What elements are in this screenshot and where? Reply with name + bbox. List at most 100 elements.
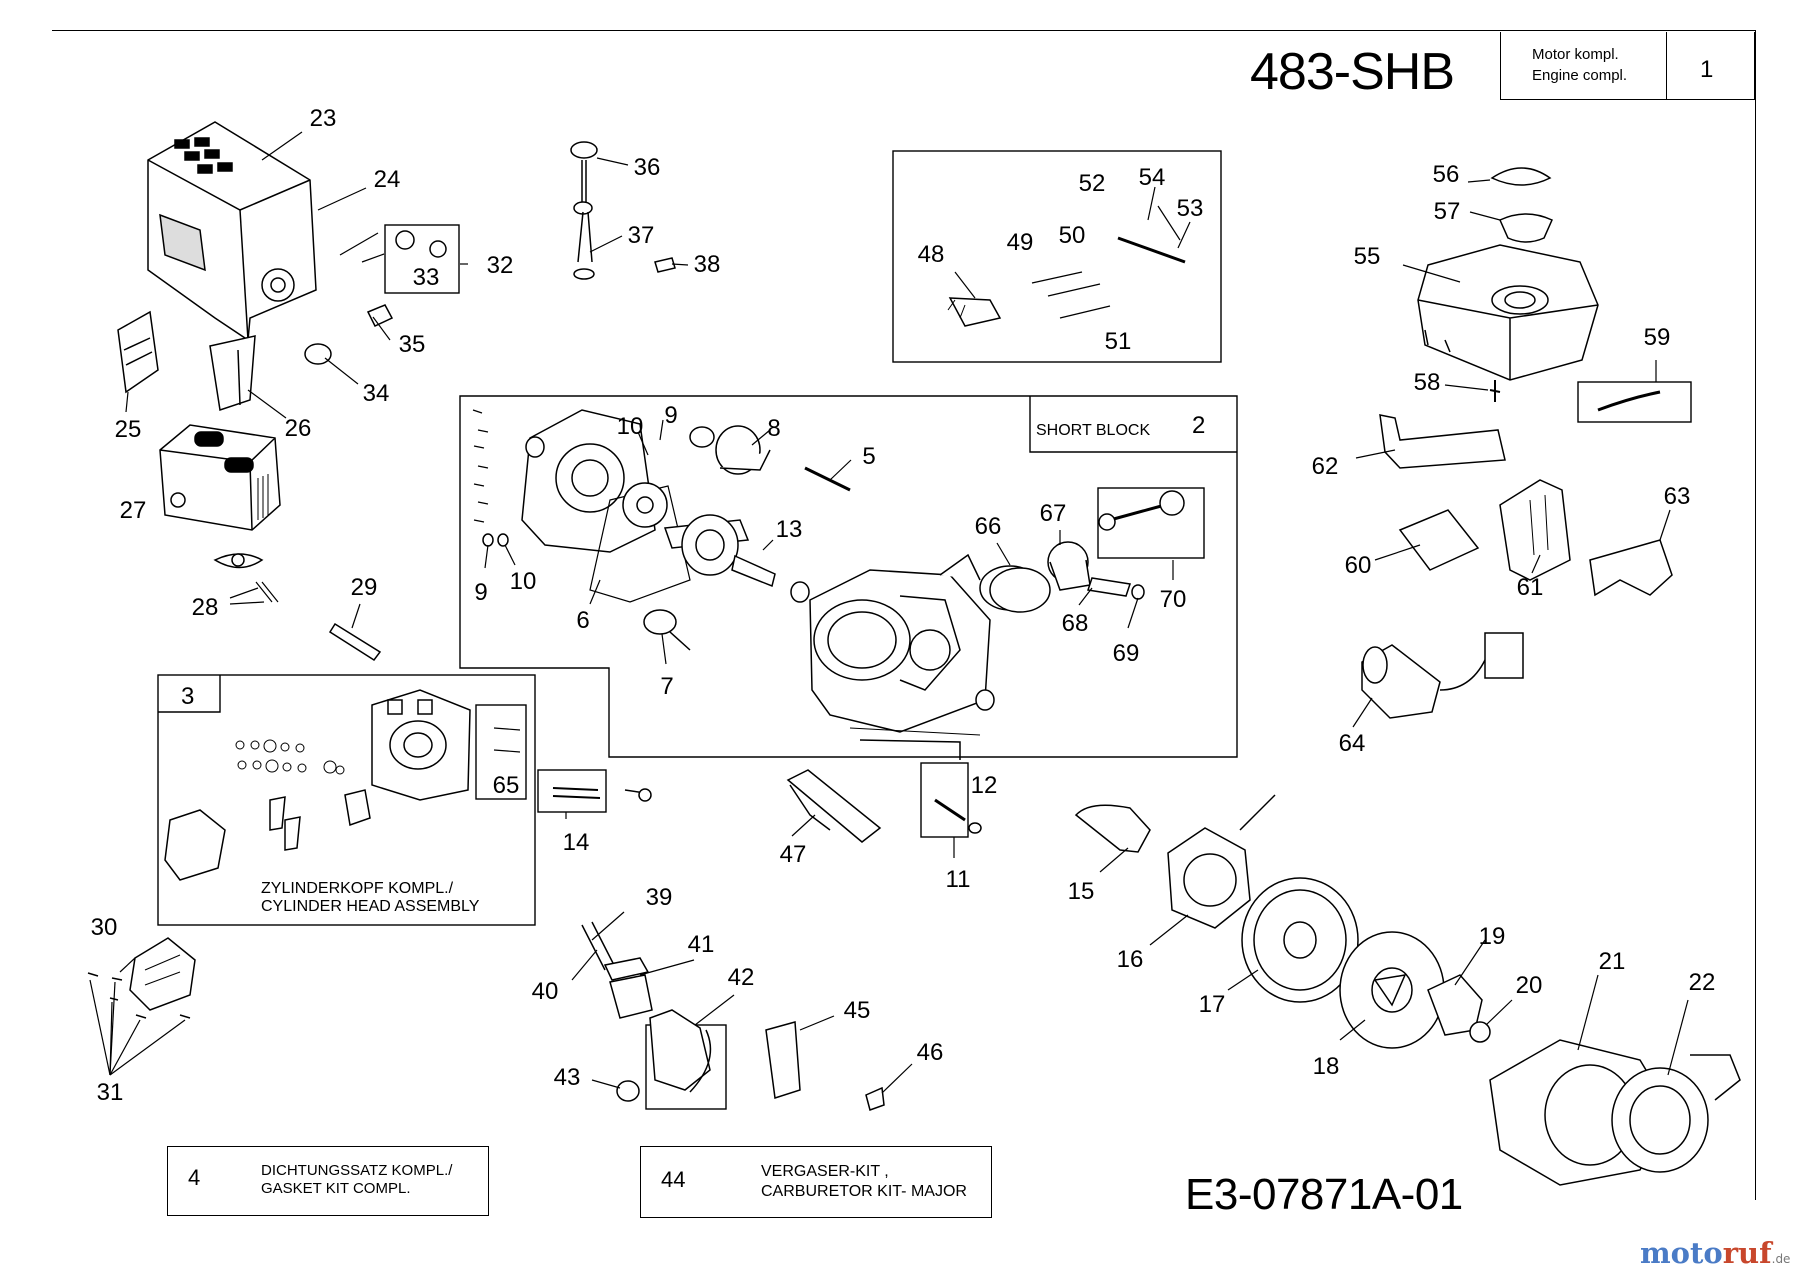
frame-top-line bbox=[52, 30, 1756, 31]
callout-59: 59 bbox=[1644, 324, 1671, 351]
carb-kit-label: VERGASER-KIT , CARBURETOR KIT- MAJOR bbox=[761, 1162, 967, 1202]
carb-kit-label-de: VERGASER-KIT , bbox=[761, 1163, 889, 1180]
carb-kit-box bbox=[640, 1146, 992, 1218]
callout-8: 8 bbox=[767, 415, 780, 442]
part-sketches bbox=[87, 121, 1741, 1186]
logo-tld: .de bbox=[1771, 1252, 1791, 1266]
callout-15: 15 bbox=[1068, 878, 1095, 905]
callout-65: 65 bbox=[493, 772, 520, 799]
gasket-kit-label-de: DICHTUNGSSATZ KOMPL./ bbox=[261, 1162, 453, 1179]
callout-16: 16 bbox=[1117, 946, 1144, 973]
callout-20: 20 bbox=[1516, 972, 1543, 999]
callout-29: 29 bbox=[351, 574, 378, 601]
cylinder-head-label-de: ZYLINDERKOPF KOMPL./ bbox=[261, 880, 454, 897]
callout-60: 60 bbox=[1345, 552, 1372, 579]
callout-52: 52 bbox=[1079, 170, 1106, 197]
callout-41: 41 bbox=[688, 931, 715, 958]
gasket-kit-label: DICHTUNGSSATZ KOMPL./ GASKET KIT COMPL. bbox=[261, 1162, 452, 1198]
callout-12: 12 bbox=[971, 772, 998, 799]
cylinder-head-number: 3 bbox=[181, 683, 195, 710]
model-title: 483-SHB bbox=[1250, 43, 1455, 101]
callout-51: 51 bbox=[1105, 328, 1132, 355]
gasket-kit-box bbox=[167, 1146, 489, 1216]
drawing-code: E3-07871A-01 bbox=[1185, 1170, 1463, 1219]
callout-9b: 9 bbox=[474, 579, 487, 606]
cylinder-head-label-en: CYLINDER HEAD ASSEMBLY bbox=[261, 898, 480, 915]
callout-63: 63 bbox=[1664, 483, 1691, 510]
callout-10a: 10 bbox=[617, 413, 644, 440]
part-70-box bbox=[1097, 487, 1205, 559]
callout-49: 49 bbox=[1007, 229, 1034, 256]
description-en: Engine compl. bbox=[1532, 67, 1628, 84]
governor-box bbox=[892, 150, 1222, 363]
callout-35: 35 bbox=[399, 331, 426, 358]
callout-30: 30 bbox=[91, 914, 118, 941]
title-description: Motor kompl. Engine compl. bbox=[1532, 44, 1627, 86]
callout-numbers: 23 24 32 33 35 34 26 25 27 28 29 36 37 3… bbox=[91, 105, 1716, 1106]
callout-19: 19 bbox=[1479, 923, 1506, 950]
callout-33: 33 bbox=[413, 264, 440, 291]
callout-46: 46 bbox=[917, 1039, 944, 1066]
callout-54: 54 bbox=[1139, 164, 1166, 191]
part-12-box bbox=[920, 762, 969, 838]
carb-kit-number: 44 bbox=[661, 1167, 686, 1192]
callout-55: 55 bbox=[1354, 243, 1381, 270]
short-block-number: 2 bbox=[1192, 412, 1206, 439]
callout-27: 27 bbox=[120, 497, 147, 524]
callout-18: 18 bbox=[1313, 1053, 1340, 1080]
callout-17: 17 bbox=[1199, 991, 1226, 1018]
callout-31: 31 bbox=[97, 1079, 124, 1106]
callouts bbox=[89, 131, 1689, 1094]
callout-32: 32 bbox=[487, 252, 514, 279]
callout-58: 58 bbox=[1414, 369, 1441, 396]
cylinder-head-number-box bbox=[158, 675, 221, 713]
cylinder-head-label: ZYLINDERKOPF KOMPL./ CYLINDER HEAD ASSEM… bbox=[261, 880, 479, 916]
description-de: Motor kompl. bbox=[1532, 46, 1619, 63]
title-block bbox=[1500, 32, 1755, 100]
callout-47: 47 bbox=[780, 841, 807, 868]
callout-9a: 9 bbox=[664, 402, 677, 429]
part-14-box bbox=[537, 769, 607, 813]
gasket-kit-number: 4 bbox=[188, 1165, 201, 1190]
title-divider bbox=[1666, 32, 1667, 100]
callout-70: 70 bbox=[1160, 586, 1187, 613]
callout-56: 56 bbox=[1433, 161, 1460, 188]
callout-40: 40 bbox=[532, 978, 559, 1005]
callout-37: 37 bbox=[628, 222, 655, 249]
motoruf-logo[interactable]: motoruf.de bbox=[1640, 1236, 1790, 1270]
callout-10b: 10 bbox=[510, 568, 537, 595]
callout-64: 64 bbox=[1339, 730, 1366, 757]
callout-36: 36 bbox=[634, 154, 661, 181]
callout-26: 26 bbox=[285, 415, 312, 442]
callout-42: 42 bbox=[728, 964, 755, 991]
callout-24: 24 bbox=[374, 166, 401, 193]
callout-34: 34 bbox=[363, 380, 390, 407]
callout-66: 66 bbox=[975, 513, 1002, 540]
callout-6: 6 bbox=[576, 607, 589, 634]
part-65-box bbox=[475, 704, 527, 800]
callout-23: 23 bbox=[310, 105, 337, 132]
part-59-box bbox=[1577, 381, 1692, 423]
callout-13: 13 bbox=[776, 516, 803, 543]
carb-kit-label-en: CARBURETOR KIT- MAJOR bbox=[761, 1183, 967, 1200]
callout-21: 21 bbox=[1599, 948, 1626, 975]
callout-61: 61 bbox=[1517, 574, 1544, 601]
callout-62: 62 bbox=[1312, 453, 1339, 480]
cylinder-head-box bbox=[157, 674, 536, 926]
gasket-kit-label-en: GASKET KIT COMPL. bbox=[261, 1180, 411, 1197]
callout-68: 68 bbox=[1062, 610, 1089, 637]
callout-25: 25 bbox=[115, 416, 142, 443]
callout-39: 39 bbox=[646, 884, 673, 911]
callout-48: 48 bbox=[918, 241, 945, 268]
callout-53: 53 bbox=[1177, 195, 1204, 222]
callout-57: 57 bbox=[1434, 198, 1461, 225]
frame-right-line bbox=[1755, 30, 1756, 1200]
callout-67: 67 bbox=[1040, 500, 1067, 527]
callout-50: 50 bbox=[1059, 222, 1086, 249]
short-block-label: SHORT BLOCK bbox=[1036, 422, 1151, 439]
callout-43: 43 bbox=[554, 1064, 581, 1091]
short-block-frame bbox=[459, 395, 1238, 758]
callout-5: 5 bbox=[862, 443, 875, 470]
callout-7: 7 bbox=[660, 673, 673, 700]
